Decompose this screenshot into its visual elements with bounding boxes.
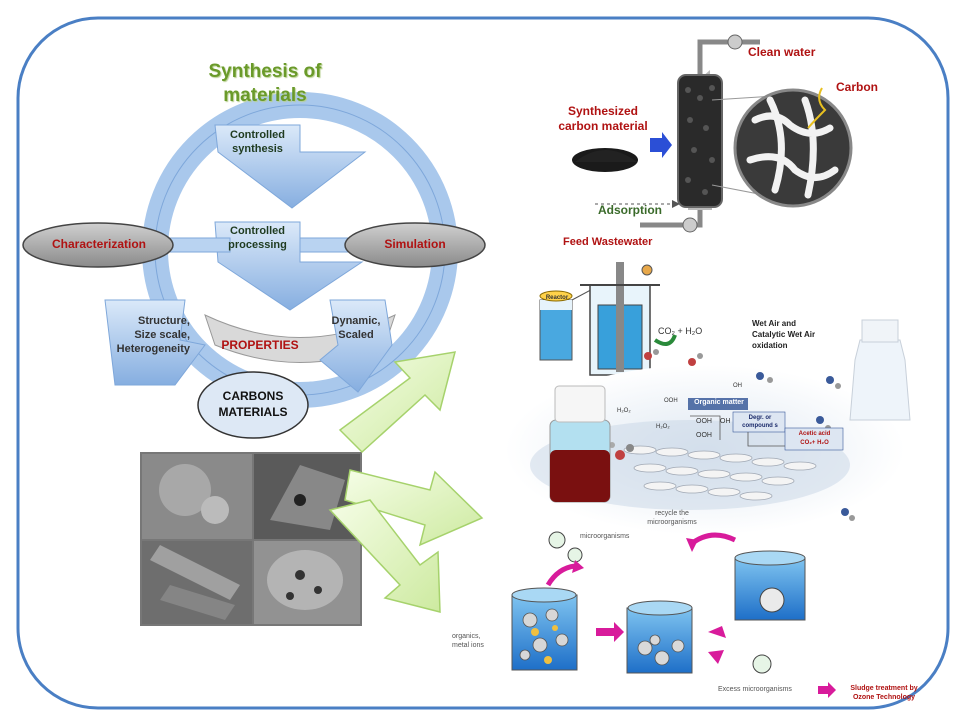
h2o2-label-1: H₂O₂: [617, 408, 631, 414]
simulation-oval: [344, 222, 486, 268]
diagram-title: Synthesis of materials: [170, 60, 360, 108]
adsorption-label: Adsorption: [598, 203, 662, 217]
feed-wastewater-label: Feed Wastewater: [563, 236, 653, 248]
title-line-2: materials: [223, 85, 307, 106]
clean-water-label: Clean water: [748, 45, 816, 59]
dynamic-label: Dynamic,Scaled: [331, 315, 381, 341]
oh-label-1: OH: [720, 418, 731, 425]
ooh-label-2: OOH: [696, 418, 712, 425]
right-lower-arrow: [319, 299, 393, 393]
oh-label-2: OH: [733, 383, 742, 389]
left-lower-arrow: [104, 299, 206, 386]
top-arrow: [214, 124, 367, 209]
organics-label: organics,metal ions: [452, 633, 484, 649]
characterization-label: Characterization: [51, 237, 147, 251]
title-line-1: Synthesis of: [208, 61, 322, 82]
green-arrow-down: [328, 499, 441, 613]
structure-label: Structure,Size scale,Heterogeneity: [116, 315, 190, 355]
bio-treatment: [511, 531, 836, 698]
sem-images: [140, 452, 362, 626]
co2-h2o-label: CO₂ + H₂O: [658, 326, 703, 336]
characterization-oval: [22, 222, 174, 268]
adsorption-column: [572, 34, 853, 233]
properties-label: PROPERTIES: [221, 338, 299, 352]
green-arrow-up: [338, 351, 457, 454]
reactor-label: Reactor: [545, 295, 569, 301]
organic-matter-label: Organic matter: [694, 399, 744, 406]
microorganisms-label: microorganisms: [580, 533, 630, 540]
outer-frame: [16, 16, 950, 710]
cycle-diagram: [22, 92, 486, 439]
oxidation-scene: [505, 319, 911, 535]
carbon-label: Carbon: [836, 80, 878, 94]
carbons-oval: [197, 371, 309, 439]
ooh-label-3: OOH: [696, 432, 712, 439]
middle-arrow: [214, 221, 364, 311]
ooh-label-1: OOH: [664, 398, 678, 404]
reactor-setup: [539, 262, 677, 376]
excess-microorganisms-label: Excess microorganisms: [718, 686, 792, 693]
simulation-label: Simulation: [384, 237, 446, 251]
h2o2-label-2: H₂O₂: [656, 424, 670, 430]
